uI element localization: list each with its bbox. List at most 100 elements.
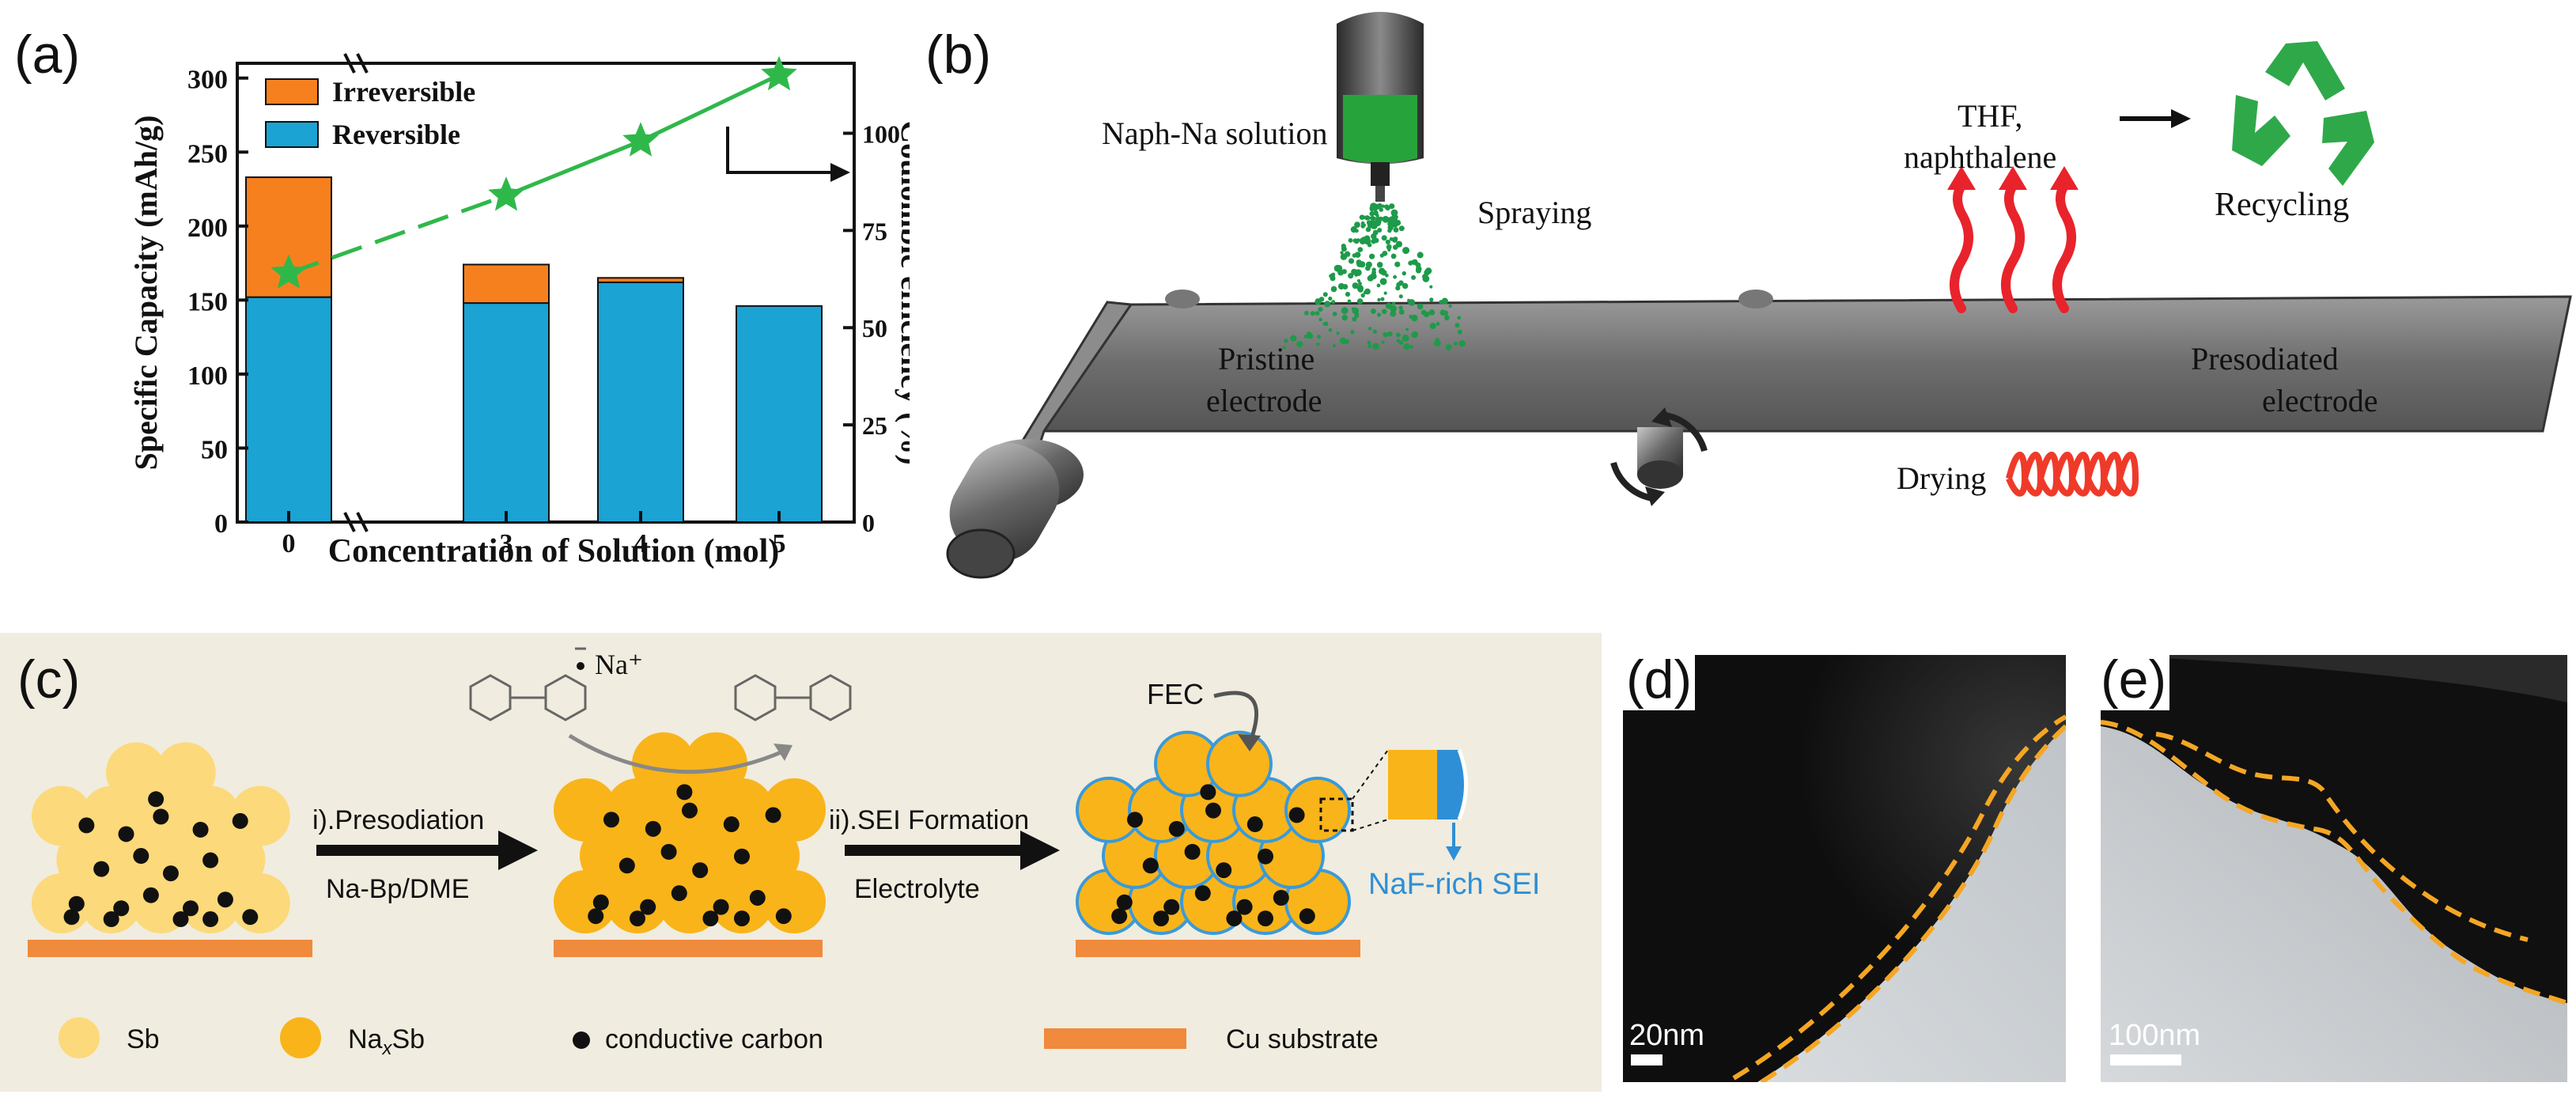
spray-droplet bbox=[1402, 282, 1409, 290]
label-naph-na: Naph-Na solution bbox=[1102, 115, 1328, 151]
spray-droplet bbox=[1398, 280, 1404, 286]
scale-label-d: 20nm bbox=[1629, 1019, 1705, 1052]
spray-droplet bbox=[1344, 251, 1351, 257]
spray-droplet bbox=[1428, 309, 1436, 316]
efficiency-point-4 bbox=[622, 122, 659, 157]
carbon-dot bbox=[1142, 857, 1159, 874]
y2-tick-label: 75 bbox=[862, 217, 887, 245]
panel-c-background bbox=[0, 633, 1602, 1092]
carbon-dot bbox=[682, 802, 698, 819]
carbon-dot bbox=[1184, 843, 1201, 860]
carbon-dot bbox=[645, 820, 661, 837]
carbon-dot bbox=[63, 909, 80, 925]
carbon-dot bbox=[118, 826, 134, 842]
spray-droplet bbox=[1448, 305, 1452, 308]
spray-droplet bbox=[1377, 297, 1381, 302]
carbon-dot bbox=[1194, 885, 1211, 902]
spray-droplet bbox=[1360, 293, 1365, 298]
carbon-dot bbox=[153, 808, 169, 825]
label-pristine-1: Pristine bbox=[1218, 341, 1314, 377]
scale-bar-d bbox=[1631, 1054, 1662, 1065]
label-electrolyte: Electrolyte bbox=[854, 874, 980, 904]
x-axis-label: Concentration of Solution (mol) bbox=[328, 533, 780, 570]
spray-droplet bbox=[1333, 264, 1341, 272]
right-axis-arrow bbox=[726, 127, 850, 182]
spray-droplet bbox=[1365, 261, 1372, 268]
carbon-dot bbox=[1299, 908, 1315, 925]
spray-droplets bbox=[1282, 202, 1466, 350]
carbon-dot bbox=[172, 911, 189, 928]
spray-droplet bbox=[1355, 229, 1359, 233]
carbon-dot bbox=[588, 908, 604, 925]
spray-droplet bbox=[1330, 275, 1336, 282]
carbon-dot bbox=[640, 899, 656, 915]
spray-droplet bbox=[1416, 269, 1420, 274]
legend: Irreversible Reversible bbox=[265, 76, 475, 150]
legend-label-irreversible: Irreversible bbox=[332, 76, 475, 108]
carbon-dot bbox=[1127, 812, 1143, 828]
zoom-line-2 bbox=[1352, 819, 1389, 831]
spray-droplet bbox=[1417, 252, 1424, 259]
label-presodiation: i).Presodiation bbox=[312, 805, 484, 835]
y2-tick-label: 0 bbox=[862, 509, 875, 537]
cu-substrate-2 bbox=[554, 940, 823, 957]
spray-droplet bbox=[1363, 290, 1367, 294]
carbon-dot bbox=[148, 791, 165, 808]
zoom-line-1 bbox=[1352, 749, 1389, 800]
spray-droplet bbox=[1454, 323, 1460, 328]
spray-droplet bbox=[1445, 344, 1452, 350]
x-tick-label: 4 bbox=[634, 529, 648, 558]
bar-reversible-3 bbox=[463, 302, 550, 523]
spray-droplet bbox=[1393, 218, 1398, 222]
spray-droplet bbox=[1282, 346, 1286, 350]
spray-droplet bbox=[1383, 291, 1387, 295]
spray-droplet bbox=[1376, 283, 1381, 288]
spray-droplet bbox=[1388, 216, 1395, 224]
carbon-dot bbox=[592, 894, 609, 910]
carbon-dot bbox=[671, 885, 687, 902]
carbon-dot bbox=[765, 807, 781, 823]
spray-droplet bbox=[1323, 321, 1329, 327]
carbon-dot bbox=[1226, 910, 1243, 927]
spray-droplet bbox=[1322, 292, 1328, 297]
particle bbox=[736, 823, 800, 888]
spray-droplet bbox=[1371, 236, 1375, 240]
carbon-dot bbox=[1116, 894, 1133, 910]
spray-droplet bbox=[1331, 272, 1336, 277]
carbon-dot bbox=[113, 900, 130, 917]
spray-droplet bbox=[1454, 341, 1458, 346]
spray-droplet bbox=[1337, 282, 1345, 290]
spray-droplet bbox=[1341, 314, 1348, 321]
carbon-dot bbox=[676, 784, 693, 801]
spray-droplet bbox=[1458, 340, 1466, 347]
arrow-presodiation bbox=[316, 831, 538, 870]
carbon-dot bbox=[133, 848, 149, 865]
spray-droplet bbox=[1401, 335, 1409, 342]
spray-droplet bbox=[1375, 204, 1381, 210]
spray-droplet bbox=[1314, 311, 1320, 316]
spray-droplet bbox=[1369, 211, 1375, 217]
spray-droplet bbox=[1341, 307, 1349, 315]
carbon-dot bbox=[93, 861, 110, 877]
spray-droplet bbox=[1387, 228, 1392, 233]
spray-droplet bbox=[1356, 278, 1361, 283]
spray-droplet bbox=[1385, 302, 1392, 309]
arrow-sei-formation bbox=[845, 831, 1060, 870]
bar-reversible-4 bbox=[597, 281, 684, 523]
spray-droplet bbox=[1387, 331, 1393, 337]
carbon-dot bbox=[702, 910, 719, 927]
spray-droplet bbox=[1380, 297, 1385, 301]
arrow-to-recycling bbox=[2120, 109, 2191, 128]
efficiency-layer bbox=[270, 55, 797, 289]
spray-droplet bbox=[1412, 259, 1418, 266]
spray-droplet bbox=[1352, 316, 1357, 322]
bar-layer bbox=[245, 176, 823, 523]
spray-droplet bbox=[1356, 285, 1364, 292]
sb-particle-stack bbox=[32, 742, 290, 933]
spray-droplet bbox=[1352, 285, 1357, 289]
carbon-dot bbox=[749, 889, 766, 906]
carbon-dot bbox=[734, 848, 750, 865]
scale-bar-e bbox=[2110, 1054, 2181, 1065]
